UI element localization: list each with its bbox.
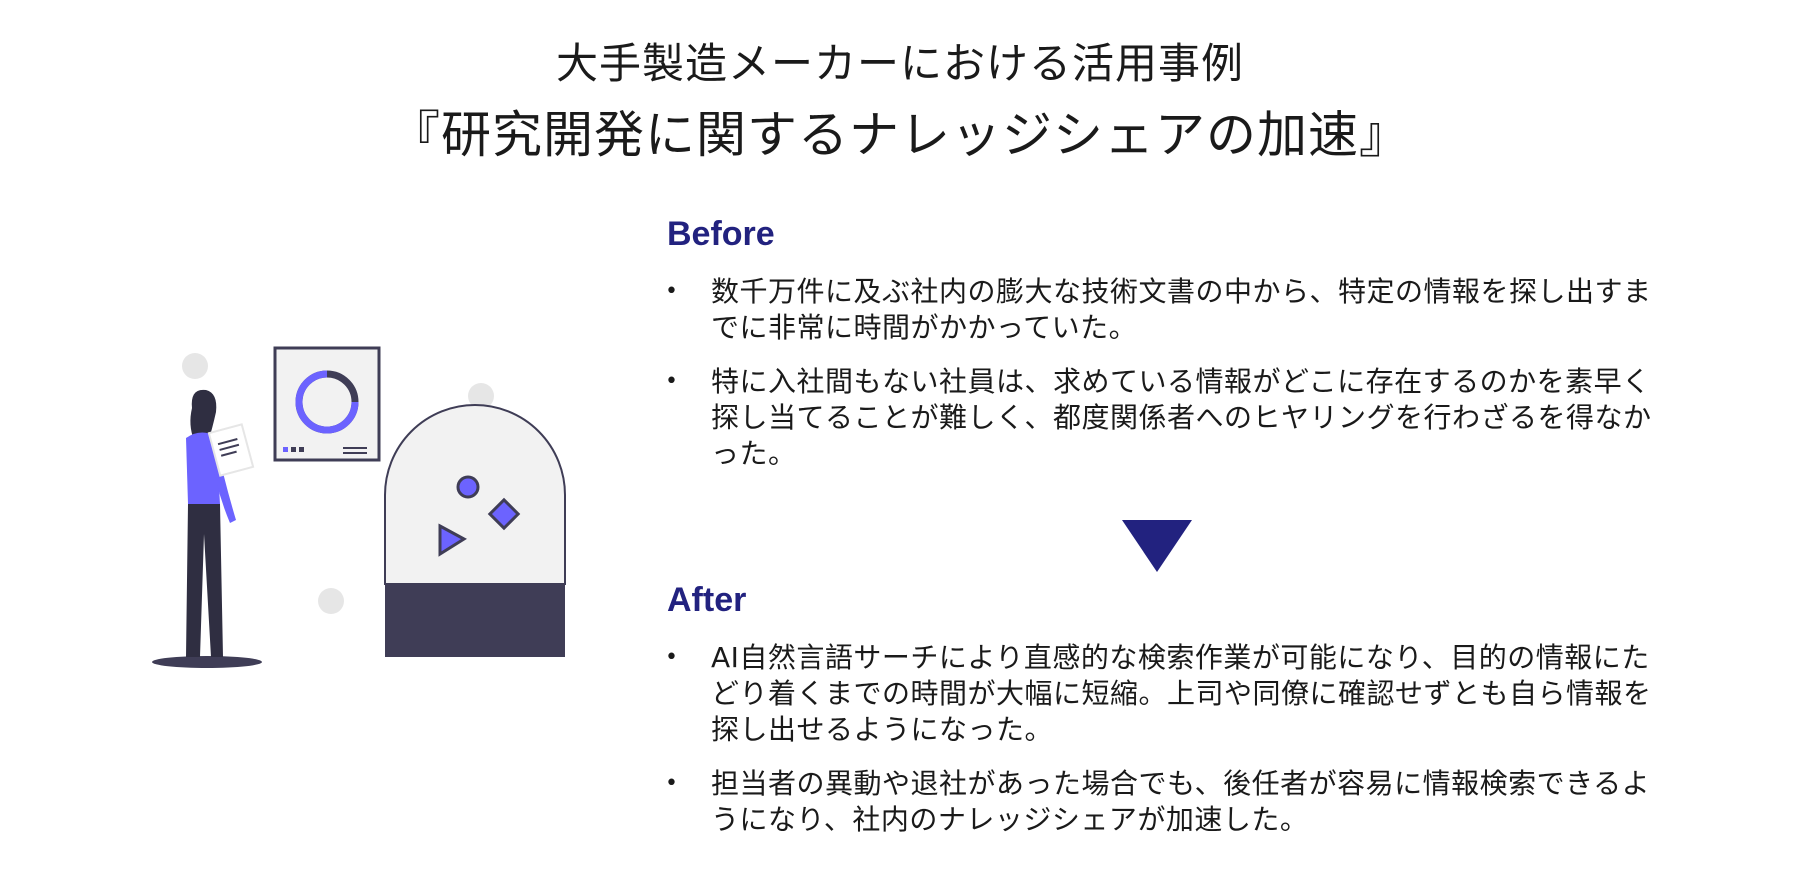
decor-circle <box>182 353 208 379</box>
list-item-text: 担当者の異動や退社があった場合でも、後任者が容易に情報検索できるようになり、社内… <box>711 767 1651 836</box>
list-item: • 特に入社間もない社員は、求めている情報がどこに存在するのかを素早く探し当てる… <box>665 364 1675 472</box>
bullet-icon: • <box>665 369 679 394</box>
framed-chart-icon <box>273 346 381 462</box>
down-arrow-icon <box>1122 520 1192 572</box>
list-item: • 担当者の異動や退社があった場合でも、後任者が容易に情報検索できるようになり、… <box>665 766 1675 838</box>
after-heading: After <box>667 581 747 619</box>
page-title-line1: 大手製造メーカーにおける活用事例 <box>555 39 1244 88</box>
list-item-text: 特に入社間もない社員は、求めている情報がどこに存在するのかを素早く探し当てること… <box>711 365 1652 470</box>
list-item: • AI自然言語サーチにより直感的な検索作業が可能になり、目的の情報にたどり着く… <box>665 640 1675 748</box>
page-title-line2: 『研究開発に関するナレッジシェアの加速』 <box>390 106 1410 164</box>
list-item-text: 数千万件に及ぶ社内の膨大な技術文書の中から、特定の情報を探し出すまでに非常に時間… <box>711 275 1652 344</box>
bullet-icon: • <box>665 771 679 796</box>
illustration-woman-viewing-exhibit <box>152 346 566 668</box>
before-heading: Before <box>667 215 775 253</box>
bullet-icon: • <box>665 279 679 304</box>
display-dome-icon <box>384 404 566 657</box>
before-list: • 数千万件に及ぶ社内の膨大な技術文書の中から、特定の情報を探し出すまでに非常に… <box>665 274 1675 490</box>
decor-circle <box>468 383 494 409</box>
list-item-text: AI自然言語サーチにより直感的な検索作業が可能になり、目的の情報にたどり着くまで… <box>711 641 1652 746</box>
list-item: • 数千万件に及ぶ社内の膨大な技術文書の中から、特定の情報を探し出すまでに非常に… <box>665 274 1675 346</box>
decor-circle <box>318 588 344 614</box>
bullet-icon: • <box>665 645 679 670</box>
woman-figure-icon <box>152 389 262 668</box>
after-list: • AI自然言語サーチにより直感的な検索作業が可能になり、目的の情報にたどり着く… <box>665 640 1675 856</box>
